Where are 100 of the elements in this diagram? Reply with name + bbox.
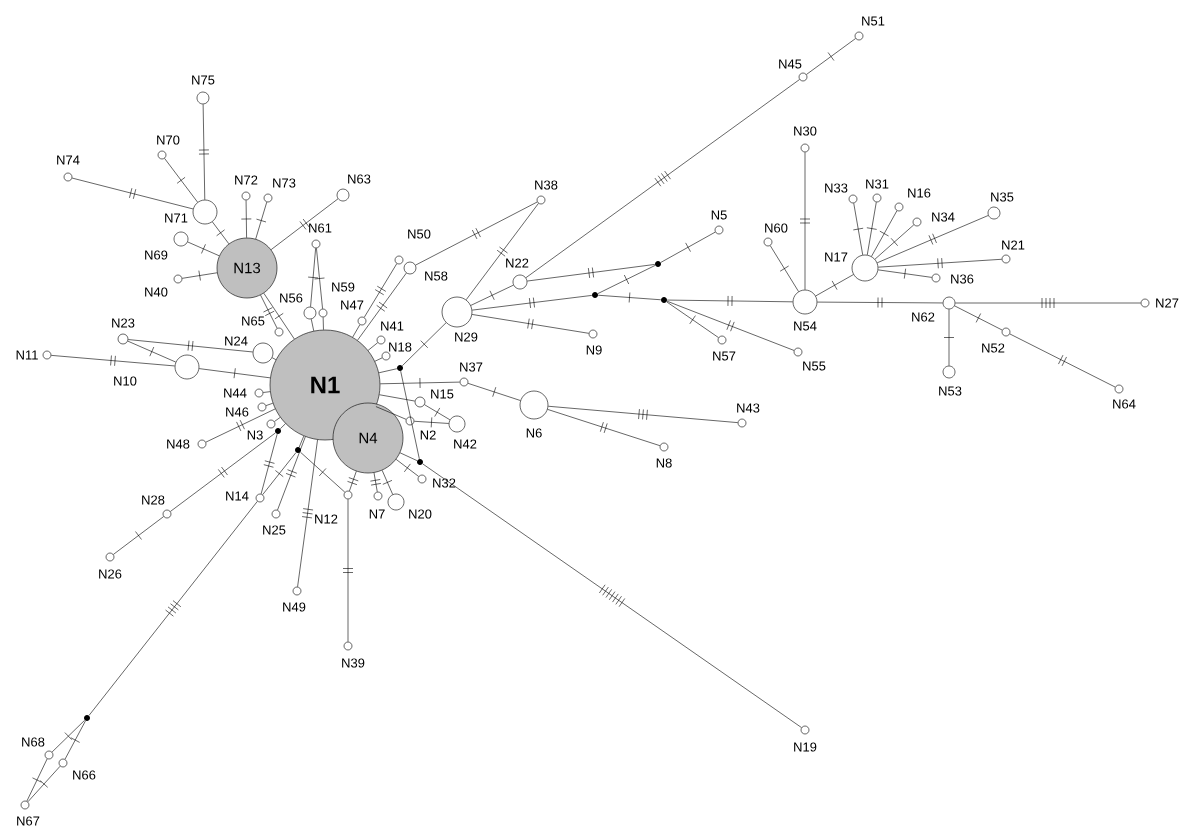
node-label: N72: [235, 175, 258, 185]
node-label: N27: [1156, 298, 1179, 308]
node-label: N62: [912, 312, 935, 322]
network-line: [471, 314, 590, 334]
network-line: [424, 404, 451, 421]
network-line: [374, 357, 383, 362]
node-label: N70: [157, 135, 180, 145]
network-line: [128, 339, 254, 353]
network-line: [375, 406, 407, 420]
node-label: N45: [779, 59, 802, 69]
network-line: [198, 104, 210, 200]
node-label: N54: [794, 321, 817, 331]
node-label: N60: [765, 223, 788, 233]
node-label: N59: [332, 282, 355, 292]
node-label: N9: [586, 345, 602, 355]
network-line: [876, 215, 989, 264]
network-line: [378, 368, 398, 374]
network-line: [347, 471, 359, 492]
node-label: N31: [866, 179, 889, 189]
network-line: [878, 257, 1002, 269]
network-line: [402, 322, 447, 367]
network-line: [660, 231, 716, 263]
network-line: [241, 200, 252, 238]
node-label: N58: [425, 271, 448, 281]
network-line: [311, 318, 315, 332]
node-label: N16: [908, 188, 931, 198]
node-label: N12: [315, 514, 338, 524]
network-line: [26, 758, 48, 802]
node-label: N33: [825, 183, 848, 193]
network-line: [666, 301, 719, 338]
network-line: [274, 417, 281, 422]
network-line: [415, 201, 538, 266]
node-label: N49: [283, 602, 306, 612]
node-label: N37: [460, 362, 483, 372]
node-label: N39: [342, 658, 365, 668]
node-label: N14: [226, 491, 249, 501]
node-label: N73: [273, 178, 296, 188]
node-label: N22: [506, 258, 529, 268]
network-line: [597, 292, 662, 303]
network-line: [51, 355, 176, 367]
node-label: N29: [455, 332, 478, 342]
node-label: N8: [656, 458, 672, 468]
network-line: [470, 284, 514, 306]
node-label: N55: [803, 361, 826, 371]
network-line: [277, 436, 306, 511]
network-line: [255, 201, 268, 240]
node-label: N41: [381, 321, 404, 331]
node-label: N7: [369, 509, 385, 519]
network-line: [298, 435, 305, 448]
network-line: [280, 423, 286, 430]
network-line: [422, 463, 802, 728]
node-label: N47: [341, 300, 364, 310]
node-label: N2: [420, 430, 436, 440]
network-line: [51, 719, 85, 753]
node-label: N23: [112, 318, 135, 328]
node-label: N17: [825, 252, 848, 262]
network-line: [262, 452, 297, 495]
network-line: [342, 499, 354, 642]
node-label: N68: [22, 737, 45, 747]
network-line: [380, 377, 460, 389]
network-line: [471, 295, 593, 311]
network-line: [260, 433, 278, 495]
network-line: [265, 402, 274, 406]
node-label: N57: [713, 351, 736, 361]
node-label: N42: [454, 439, 477, 449]
network-line: [817, 297, 943, 308]
network-line: [212, 221, 230, 245]
node-label: N64: [1113, 399, 1136, 409]
node-label: N69: [145, 250, 168, 260]
network-line: [170, 432, 276, 512]
network-line: [526, 264, 656, 282]
node-label: N63: [348, 174, 371, 184]
node-label: N5: [711, 210, 727, 220]
network-line: [769, 245, 799, 292]
network-line: [297, 439, 318, 588]
node-label: N34: [932, 212, 955, 222]
network-line: [799, 152, 811, 290]
network-line: [465, 203, 539, 301]
node-label: N67: [17, 816, 40, 826]
node-label: N24: [225, 336, 248, 346]
node-label: N25: [263, 525, 286, 535]
network-line: [877, 268, 933, 279]
network-line: [187, 241, 220, 257]
node-label: N53: [939, 386, 962, 396]
node-label: N43: [737, 403, 760, 413]
node-label: N28: [142, 495, 165, 505]
node-label: N15: [431, 389, 454, 399]
node-label: N66: [73, 770, 96, 780]
node-label: N46: [226, 407, 249, 417]
node-label: N30: [794, 126, 817, 136]
node-label: N36: [951, 274, 974, 284]
network-line: [955, 297, 1141, 309]
network-line: [64, 720, 86, 760]
network-line: [853, 202, 864, 256]
network-line: [806, 38, 856, 75]
network-line: [954, 305, 1003, 331]
network-line: [198, 367, 271, 379]
network-line: [666, 300, 795, 351]
node-label: N26: [99, 569, 122, 579]
node-label: N3: [247, 430, 263, 440]
